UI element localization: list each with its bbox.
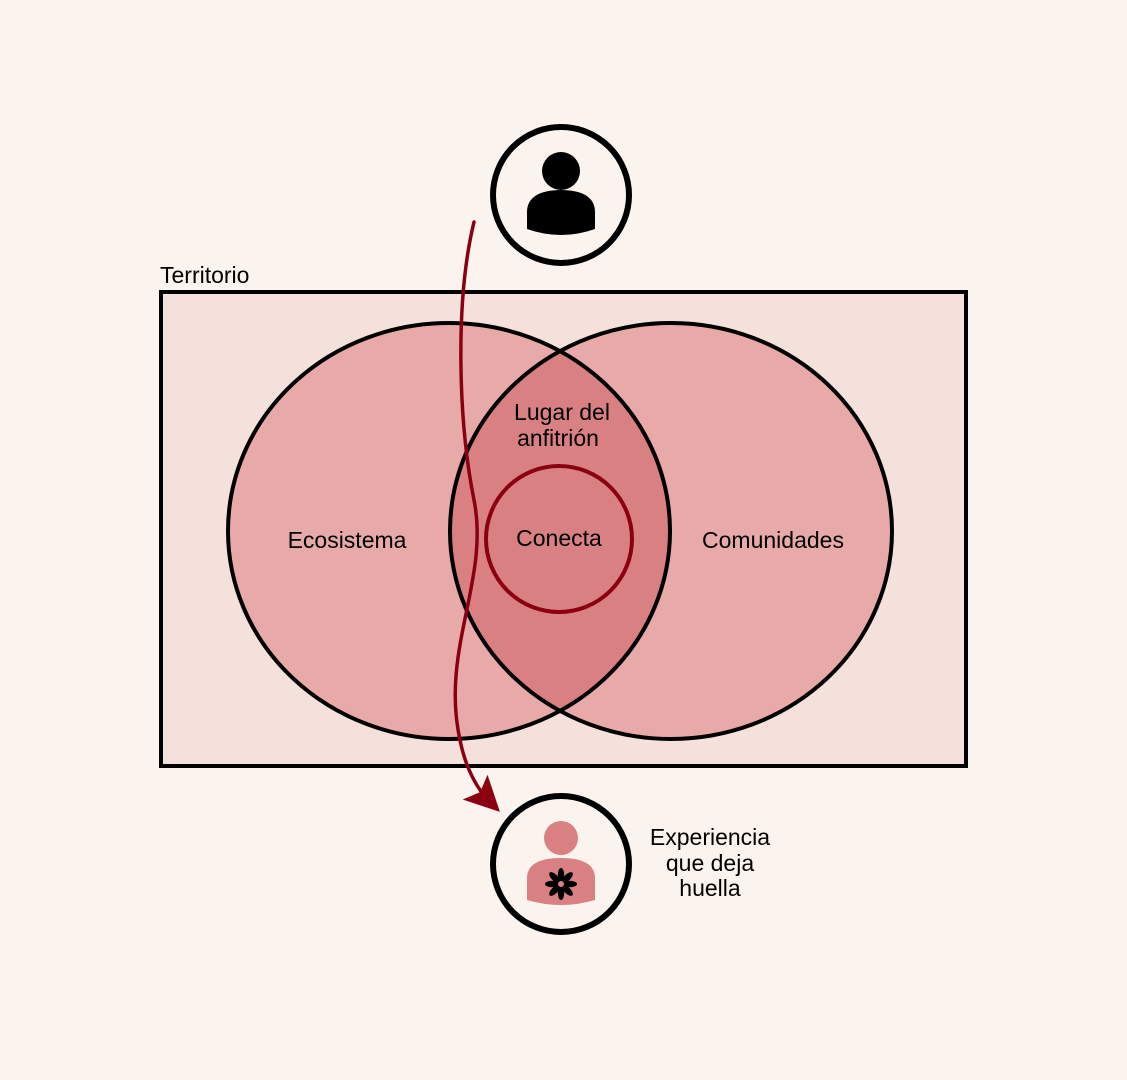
host-place-label-line1: Lugar del: [514, 399, 610, 425]
end-person-node: [490, 793, 632, 935]
communities-label: Comunidades: [702, 527, 844, 553]
territory-label: Territorio: [160, 262, 249, 288]
person-with-flower-icon: [527, 821, 595, 905]
connect-circle: [484, 464, 634, 614]
flower-icon: [545, 868, 577, 900]
start-person-node: [490, 124, 632, 266]
ecosystem-label: Ecosistema: [288, 527, 407, 553]
host-place-intersection: [450, 323, 670, 739]
host-place-label-line2: anfitrión: [517, 425, 599, 451]
outcome-label-line2: que deja: [666, 850, 754, 876]
person-icon: [527, 152, 595, 235]
outcome-label-line3: huella: [679, 875, 741, 901]
journey-path: [453, 220, 500, 812]
outcome-label-line1: Experiencia: [650, 824, 770, 850]
connect-label: Conecta: [516, 525, 602, 551]
